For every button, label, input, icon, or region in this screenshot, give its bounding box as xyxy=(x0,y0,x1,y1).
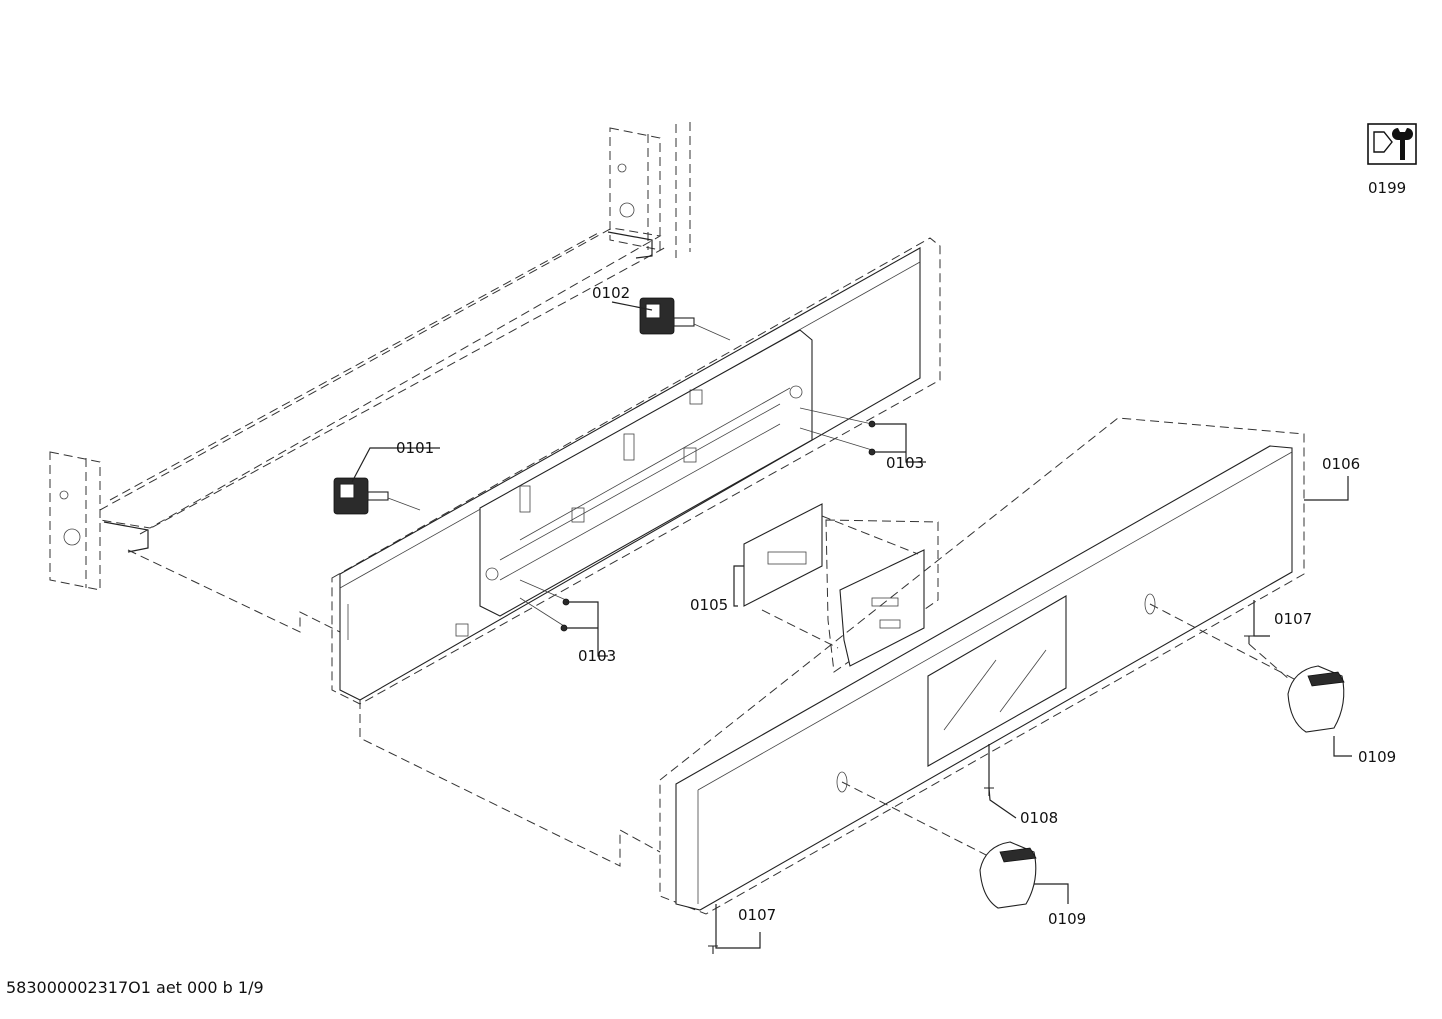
wrench-screw-icon xyxy=(1367,123,1417,165)
leader-lines xyxy=(351,301,1352,949)
rotary-switch-0101 xyxy=(333,477,421,515)
rear-frame-rails xyxy=(49,122,691,867)
callout-0199: 0199 xyxy=(1368,179,1406,197)
front-fascia-panel xyxy=(659,417,1305,915)
control-panel-frame xyxy=(331,237,941,705)
control-knob-upper xyxy=(1287,665,1345,733)
callout-0108: 0108 xyxy=(1020,809,1058,827)
callout-0105: 0105 xyxy=(690,596,728,614)
callout-0106: 0106 xyxy=(1322,455,1360,473)
callout-labels: 0101 0102 0103 0103 0105 0106 0107 0107 … xyxy=(396,179,1406,928)
rotary-switch-0102 xyxy=(639,297,731,341)
callout-0102: 0102 xyxy=(592,284,630,302)
document-reference: 583000002317O1 aet 000 b 1/9 xyxy=(6,978,264,997)
callout-0103-upper: 0103 xyxy=(886,454,924,472)
callout-0103-lower: 0103 xyxy=(578,647,616,665)
callout-0109-upper: 0109 xyxy=(1358,748,1396,766)
callout-0109-lower: 0109 xyxy=(1048,910,1086,928)
callout-0101: 0101 xyxy=(396,439,434,457)
display-board-0105 xyxy=(743,503,939,673)
callout-0107-upper: 0107 xyxy=(1274,610,1312,628)
callout-0107-lower: 0107 xyxy=(738,906,776,924)
control-knob-lower xyxy=(979,841,1037,909)
